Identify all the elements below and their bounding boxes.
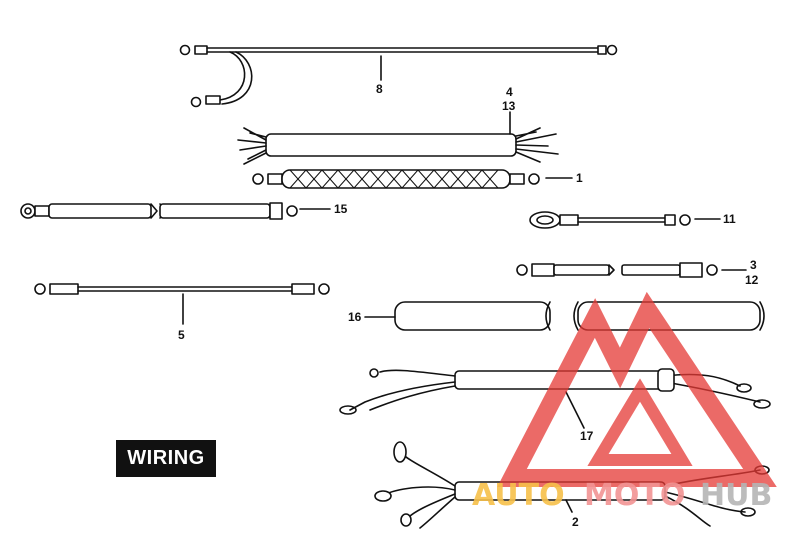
callout-16: 16 (348, 310, 362, 324)
tubing-16 (364, 301, 765, 331)
cable-15 (20, 202, 331, 220)
callout-2: 2 (572, 515, 579, 529)
callout-11: 11 (723, 212, 736, 226)
watermark-auto: AUTO (472, 478, 565, 513)
watermark-moto: MOTO (584, 478, 685, 513)
callout-15: 15 (334, 202, 348, 216)
cable-3-12 (516, 262, 747, 278)
callout-13: 13 (502, 99, 516, 113)
braided-strap-1 (252, 169, 573, 189)
callout-3: 3 (750, 258, 757, 272)
callout-8: 8 (376, 82, 383, 96)
callout-1: 1 (576, 171, 583, 185)
callout-4: 4 (506, 85, 513, 99)
callout-5: 5 (178, 328, 185, 342)
callout-12: 12 (745, 273, 759, 287)
wire-8 (179, 44, 618, 108)
watermark-logo (497, 291, 777, 487)
diagram-title: WIRING (127, 447, 205, 469)
callout-17: 17 (580, 429, 594, 443)
wire-11 (529, 211, 721, 229)
wire-5 (34, 283, 330, 325)
title-badge: WIRING (116, 440, 216, 477)
sleeve-4-13 (237, 111, 559, 165)
watermark-hub: HUB (700, 478, 772, 513)
